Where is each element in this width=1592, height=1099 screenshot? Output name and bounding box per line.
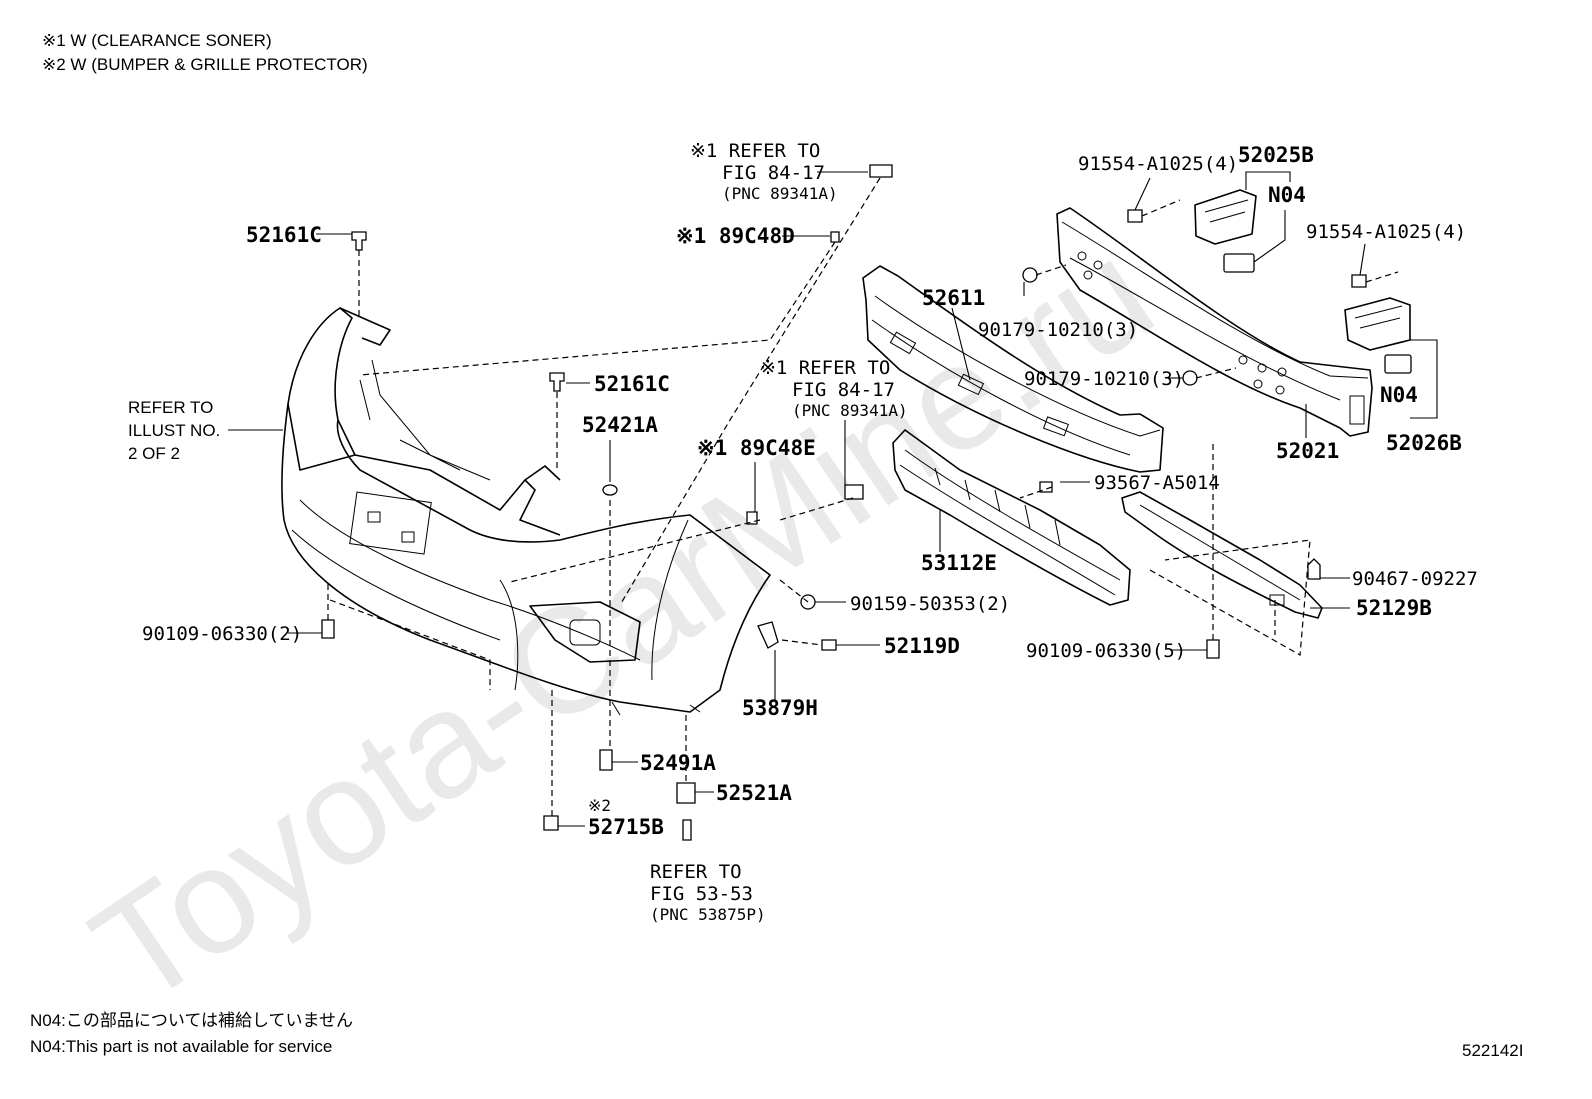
ref-fig-84-17-top: ※1 REFER TO FIG 84-17 (PNC 89341A): [690, 140, 838, 203]
label-90179-b: 90179-10210(3): [1024, 368, 1184, 390]
label-89C48E: ※1 89C48E: [697, 436, 816, 460]
energy-absorber-drawing: [862, 265, 1164, 473]
label-52161C-mid: 52161C: [594, 372, 670, 396]
label-91554-b: 91554-A1025(4): [1306, 221, 1466, 243]
label-52715B-note: ※2: [588, 796, 611, 815]
illustration-id: 522142I: [1462, 1041, 1523, 1060]
fasteners-drawing: [321, 164, 1367, 841]
ref-fig-53-53: REFER TO FIG 53-53 (PNC 53875P): [650, 861, 766, 924]
label-52161C-top: 52161C: [246, 223, 322, 247]
label-93567: 93567-A5014: [1094, 472, 1220, 494]
ref-fig-84-17-mid: ※1 REFER TO FIG 84-17 (PNC 89341A): [760, 357, 908, 420]
ref-line: REFER TO: [650, 861, 742, 883]
label-53112E: 53112E: [921, 551, 997, 575]
label-90109-a: 90109-06330(2): [142, 623, 302, 645]
ref-line: ※1 REFER TO: [690, 140, 820, 162]
label-90109-b: 90109-06330(5): [1026, 640, 1186, 662]
label-53879H: 53879H: [742, 696, 818, 720]
label-52715B: 52715B: [588, 815, 664, 839]
note-w1: ※1 W (CLEARANCE SONER): [42, 31, 272, 50]
label-90159: 90159-50353(2): [850, 593, 1010, 615]
label-52521A: 52521A: [716, 781, 792, 805]
ref-line: REFER TO: [128, 398, 213, 417]
label-89C48D: ※1 89C48D: [676, 224, 795, 248]
ref-line: ※1 REFER TO: [760, 357, 890, 379]
label-91554-a: 91554-A1025(4): [1078, 153, 1238, 175]
label-52025B: 52025B: [1238, 143, 1314, 167]
label-52421A: 52421A: [582, 413, 658, 437]
bumper-cover-drawing: [281, 307, 771, 716]
lower-grille-drawing: [892, 429, 1131, 606]
retainer-brackets-drawing: [1194, 189, 1412, 374]
label-52021: 52021: [1276, 439, 1339, 463]
label-52026B: 52026B: [1386, 431, 1462, 455]
ref-line: FIG 84-17: [722, 162, 825, 184]
label-52611: 52611: [922, 286, 985, 310]
label-52119D: 52119D: [884, 634, 960, 658]
ref-line: ILLUST NO.: [128, 421, 220, 440]
ref-line: (PNC 53875P): [650, 905, 766, 924]
ref-line: FIG 84-17: [792, 379, 895, 401]
label-N04-a: N04: [1268, 183, 1306, 207]
label-52129B: 52129B: [1356, 596, 1432, 620]
label-N04-b: N04: [1380, 383, 1418, 407]
bumper-stay-drawing: [1121, 491, 1323, 619]
ref-line: (PNC 89341A): [722, 184, 838, 203]
ref-line: 2 OF 2: [128, 444, 180, 463]
note-w2: ※2 W (BUMPER & GRILLE PROTECTOR): [42, 55, 368, 74]
label-90467: 90467-09227: [1352, 568, 1478, 590]
ref-line: (PNC 89341A): [792, 401, 908, 420]
label-90179-a: 90179-10210(3): [978, 319, 1138, 341]
note-n04-en: N04:This part is not available for servi…: [30, 1037, 332, 1056]
ref-line: FIG 53-53: [650, 883, 753, 905]
label-52491A: 52491A: [640, 751, 716, 775]
note-n04-jp: N04:この部品については補給していません: [30, 1011, 353, 1030]
leader-lines: [228, 171, 1438, 827]
bumper-reinforcement-drawing: [1056, 207, 1373, 437]
assembly-lines: [327, 177, 1399, 818]
ref-illust-2-of-2: REFER TO ILLUST NO. 2 OF 2: [128, 398, 220, 463]
